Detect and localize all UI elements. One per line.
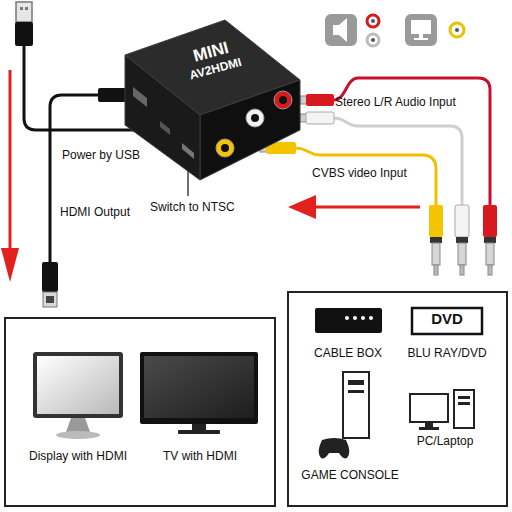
plug-tip bbox=[460, 265, 464, 275]
monitor-screen bbox=[37, 356, 119, 414]
red-plug bbox=[483, 205, 497, 237]
hdmi-plug bbox=[42, 262, 58, 292]
jack-center bbox=[221, 144, 229, 152]
white-jack-icon bbox=[367, 34, 379, 46]
yellow-cable bbox=[296, 148, 436, 205]
source-device: CABLE BOX bbox=[303, 302, 393, 360]
monitor-bezel bbox=[33, 352, 123, 418]
console-tower bbox=[343, 372, 369, 438]
plug-collar bbox=[430, 237, 442, 243]
source-device: DVD BLU RAY/DVD bbox=[402, 302, 492, 360]
video-icon bbox=[405, 14, 437, 46]
output-panel bbox=[5, 318, 275, 506]
device-caption: GAME CONSOLE bbox=[301, 468, 398, 482]
pc-base bbox=[419, 427, 439, 430]
yellow-jack-icon bbox=[450, 23, 464, 37]
monitor-base bbox=[56, 431, 100, 439]
callout-label: HDMI Output bbox=[60, 205, 130, 219]
plug-collar bbox=[484, 237, 496, 243]
tv-stand bbox=[192, 424, 206, 430]
indicator-dot bbox=[345, 316, 349, 320]
rca-jack bbox=[216, 139, 234, 157]
speaker-symbol bbox=[333, 18, 347, 42]
indicator-dot bbox=[361, 316, 365, 320]
rca-jack bbox=[246, 109, 264, 127]
pc-drive bbox=[458, 396, 470, 399]
display-device: Display with HDMI bbox=[18, 345, 138, 463]
pc-tower bbox=[454, 390, 474, 428]
usb-port bbox=[160, 121, 170, 135]
callout-label: Stereo L/R Audio Input bbox=[335, 95, 456, 109]
red-cable bbox=[334, 78, 490, 205]
source-device: GAME CONSOLE bbox=[298, 370, 401, 482]
white-plug bbox=[455, 205, 469, 237]
dvd-icon bbox=[412, 308, 482, 334]
indicator-dot bbox=[369, 316, 373, 320]
monitor-stand bbox=[66, 418, 90, 432]
hdmi-plug-slot bbox=[46, 296, 54, 303]
arrow-head bbox=[288, 195, 316, 219]
yellow-plug bbox=[429, 205, 443, 237]
hdmi-port bbox=[133, 87, 147, 107]
tv-base bbox=[178, 430, 220, 434]
tv-frame bbox=[140, 352, 258, 424]
source-device: PC/Laptop bbox=[398, 385, 492, 448]
device-caption: BLU RAY/DVD bbox=[407, 346, 486, 360]
jack-center bbox=[371, 19, 375, 23]
red-plug bbox=[306, 94, 334, 106]
flow-arrow bbox=[9, 70, 12, 252]
plug-tip bbox=[434, 265, 438, 275]
plug-metal bbox=[432, 243, 440, 265]
usb-plug-metal bbox=[16, 2, 32, 22]
plug-metal bbox=[458, 243, 466, 265]
icon-text: DVD bbox=[431, 311, 463, 327]
plug-metal bbox=[486, 243, 494, 265]
usb-plug bbox=[15, 22, 33, 46]
usb-plug-hole bbox=[25, 7, 28, 10]
white-plug bbox=[306, 112, 334, 124]
jack-center bbox=[455, 28, 459, 32]
jack-center bbox=[279, 96, 287, 104]
pc-monitor bbox=[410, 394, 448, 422]
audio-icon bbox=[325, 14, 357, 46]
indicator-dot bbox=[353, 316, 357, 320]
rca-jack bbox=[274, 91, 292, 109]
callout-label: Switch to NTSC bbox=[150, 200, 235, 214]
jack-center bbox=[371, 38, 375, 42]
white-cable bbox=[334, 118, 462, 205]
callout-label: Power by USB bbox=[62, 148, 140, 162]
plug-tip bbox=[488, 265, 492, 275]
source-panel bbox=[288, 292, 507, 506]
device-caption: TV with HDMI bbox=[163, 449, 237, 463]
display-device: TV with HDMI bbox=[138, 345, 262, 463]
arrow-head bbox=[1, 248, 19, 282]
tv-screen bbox=[144, 356, 254, 418]
red-jack-icon bbox=[367, 15, 379, 27]
plug-collar bbox=[456, 237, 468, 243]
callout-label: CVBS video Input bbox=[312, 166, 407, 180]
pc-stand bbox=[425, 422, 433, 427]
device-caption: PC/Laptop bbox=[417, 434, 474, 448]
device-caption: CABLE BOX bbox=[314, 346, 382, 360]
usb-plug-hole bbox=[20, 7, 23, 10]
monitor-base bbox=[414, 38, 428, 40]
cable-box-icon bbox=[315, 308, 382, 333]
hdmi-plug-metal bbox=[43, 292, 57, 307]
hdmi-cable bbox=[50, 95, 100, 262]
monitor-symbol bbox=[411, 20, 431, 34]
device-caption: Display with HDMI bbox=[29, 449, 127, 463]
pc-drive bbox=[458, 402, 470, 405]
gamepad-symbol bbox=[319, 438, 350, 458]
ntsc-switch bbox=[182, 143, 194, 159]
flow-arrow bbox=[312, 206, 420, 209]
monitor-stand bbox=[419, 34, 423, 38]
front-face bbox=[200, 80, 300, 180]
jack-center bbox=[251, 114, 259, 122]
console-slot bbox=[348, 390, 364, 393]
console-slot bbox=[348, 380, 364, 385]
